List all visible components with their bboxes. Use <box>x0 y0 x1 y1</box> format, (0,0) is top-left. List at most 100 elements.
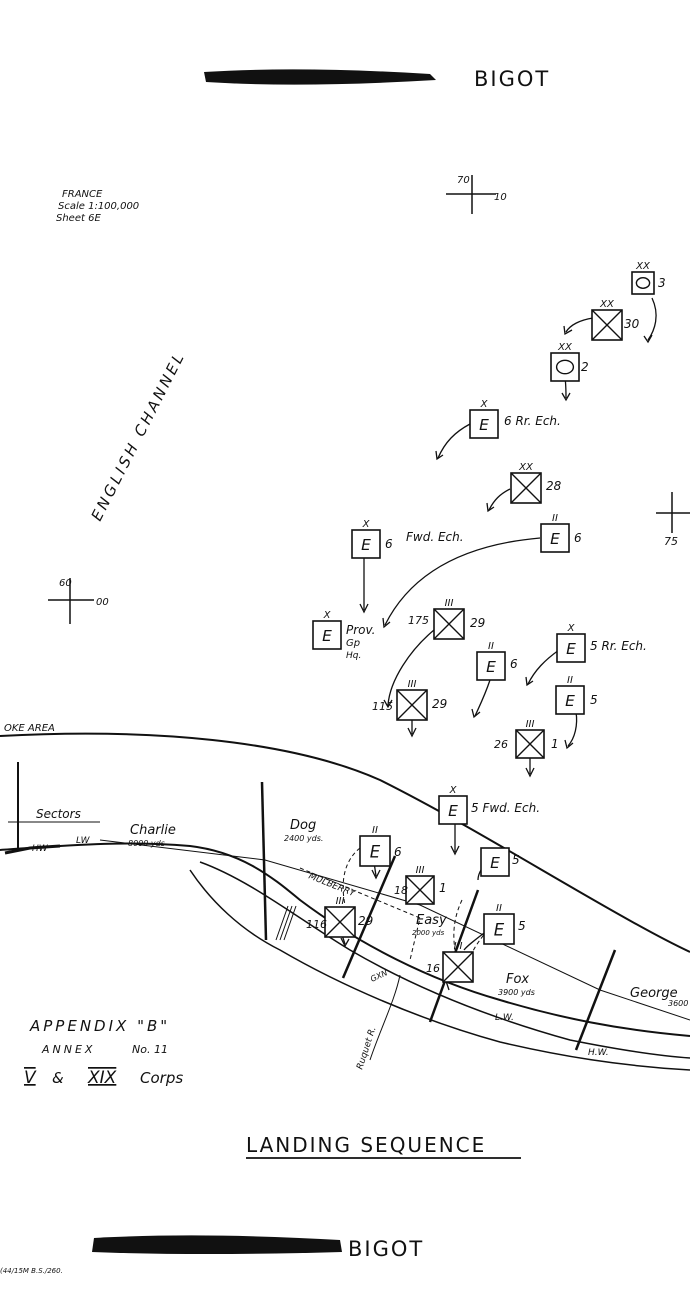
water-label: ENGLISH CHANNEL <box>88 348 189 524</box>
unit-label: 5 <box>518 919 526 933</box>
grid-cross-left: 60 00 <box>48 578 109 624</box>
unit-number: 175 <box>408 614 429 627</box>
unit-note: Fwd. Ech. <box>406 530 464 544</box>
unit-label: 2 <box>581 360 589 374</box>
grid-left-a: 60 <box>59 578 72 589</box>
classification-bottom: BIGOT <box>348 1237 424 1261</box>
unit-label: 6 Rr. Ech. <box>504 414 561 428</box>
echelon-mark: X <box>449 785 458 796</box>
infantry-cross <box>433 608 465 640</box>
infantry-cross <box>442 951 474 983</box>
river: Ruquet R. <box>355 974 401 1071</box>
unit-symbol: III 29 115 <box>372 679 447 721</box>
unit-label: 5 Rr. Ech. <box>590 639 647 653</box>
redaction-bar-bottom <box>92 1235 342 1254</box>
echelon-mark: XX <box>635 261 651 272</box>
unit-symbol-letter: E <box>448 802 458 820</box>
map-ref-line2: Scale 1:100,000 <box>58 201 139 212</box>
grid-top-a: 70 <box>457 175 470 186</box>
svg-text:George: George <box>630 986 678 1001</box>
echelon-mark: II <box>372 825 378 836</box>
unit-symbol-letter: E <box>479 416 489 434</box>
unit-symbol: XX 3 <box>631 261 666 295</box>
svg-text:2000 yds: 2000 yds <box>412 929 445 937</box>
unit-label: 28 <box>546 479 562 493</box>
unit-label: 30 <box>624 317 640 331</box>
echelon-mark: III <box>454 941 463 952</box>
unit-symbol-letter: E <box>361 536 371 554</box>
page-title: LANDING SEQUENCE <box>246 1133 486 1157</box>
echelon-mark: XX <box>518 462 534 473</box>
classification-top: BIGOT <box>474 67 550 91</box>
sectors-label: Sectors <box>36 807 81 821</box>
echelon-mark: III <box>336 896 345 907</box>
unit-box <box>476 651 506 681</box>
unit-number: 18 <box>394 884 408 897</box>
appendix-ampersand: & <box>52 1069 64 1087</box>
tide-hw2: H.W. <box>588 1048 609 1058</box>
unit-symbol: XX 2 <box>550 342 589 382</box>
unit-box <box>469 409 499 439</box>
unit-label: 5 <box>590 693 598 707</box>
echelon-mark: III <box>416 865 425 876</box>
unit-symbol: XX 28 <box>510 462 562 504</box>
echelon-mark: III <box>408 679 417 690</box>
infantry-cross <box>324 906 356 938</box>
tide-hw: HW <box>32 844 49 854</box>
sector-dog: Dog 2400 yds. <box>284 818 323 843</box>
appendix-corps-label: Corps <box>140 1069 183 1087</box>
echelon-mark: II <box>567 675 573 686</box>
infantry-cross <box>591 309 623 341</box>
unit-label: 29 <box>470 616 485 630</box>
unit-label-3: Hq. <box>346 651 361 661</box>
unit-box <box>312 620 342 650</box>
mulberry-label: MULBERRY <box>307 872 358 900</box>
unit-symbol: XX 30 <box>591 299 640 341</box>
unit-label: 29 <box>432 697 447 711</box>
unit-label: 3 <box>658 276 666 290</box>
sector-easy: Easy 2000 yds <box>412 913 447 937</box>
tide-lw: LW <box>76 836 91 846</box>
gxn-label: GXN <box>369 968 389 984</box>
unit-box <box>480 847 510 877</box>
unit-symbol: EX5 Rr. Ech. <box>556 623 647 663</box>
unit-box <box>555 685 585 715</box>
infantry-cross <box>510 472 542 504</box>
unit-label: 6 <box>574 531 582 545</box>
echelon-mark: X <box>480 399 489 410</box>
unit-box <box>438 795 468 825</box>
svg-text:Charlie: Charlie <box>130 823 176 838</box>
unit-label-2: Gp <box>346 638 360 649</box>
unit-label: 1 <box>439 881 447 895</box>
sector-charlie: Charlie 8000 yds <box>128 823 176 848</box>
echelon-mark: XX <box>557 342 573 353</box>
echelon-mark: III <box>526 719 535 730</box>
river-label: Ruquet R. <box>355 1026 378 1071</box>
unit-number: 115 <box>372 700 393 713</box>
grid-left-b: 00 <box>96 597 109 608</box>
echelon-mark: II <box>496 903 502 914</box>
grid-right-a: 75 <box>664 535 678 548</box>
infantry-cross <box>396 689 428 721</box>
svg-text:Easy: Easy <box>416 913 447 928</box>
echelon-mark: XX <box>599 299 615 310</box>
unit-label: 6 <box>510 657 518 671</box>
map-ref-line1: FRANCE <box>62 189 103 200</box>
svg-text:3900 yds: 3900 yds <box>498 988 535 997</box>
appendix-line1: APPENDIX "B" <box>29 1017 170 1035</box>
unit-label: 5 <box>512 853 520 867</box>
svg-text:2400 yds.: 2400 yds. <box>284 834 323 843</box>
unit-box <box>483 913 515 945</box>
unit-symbol: III 1 18 <box>394 865 447 905</box>
sector-george: George 3600 <box>630 986 688 1008</box>
armor-oval <box>555 359 575 375</box>
redaction-bar-top <box>204 69 436 85</box>
echelon-mark: II <box>552 513 558 524</box>
grid-top-b: 10 <box>494 192 507 203</box>
